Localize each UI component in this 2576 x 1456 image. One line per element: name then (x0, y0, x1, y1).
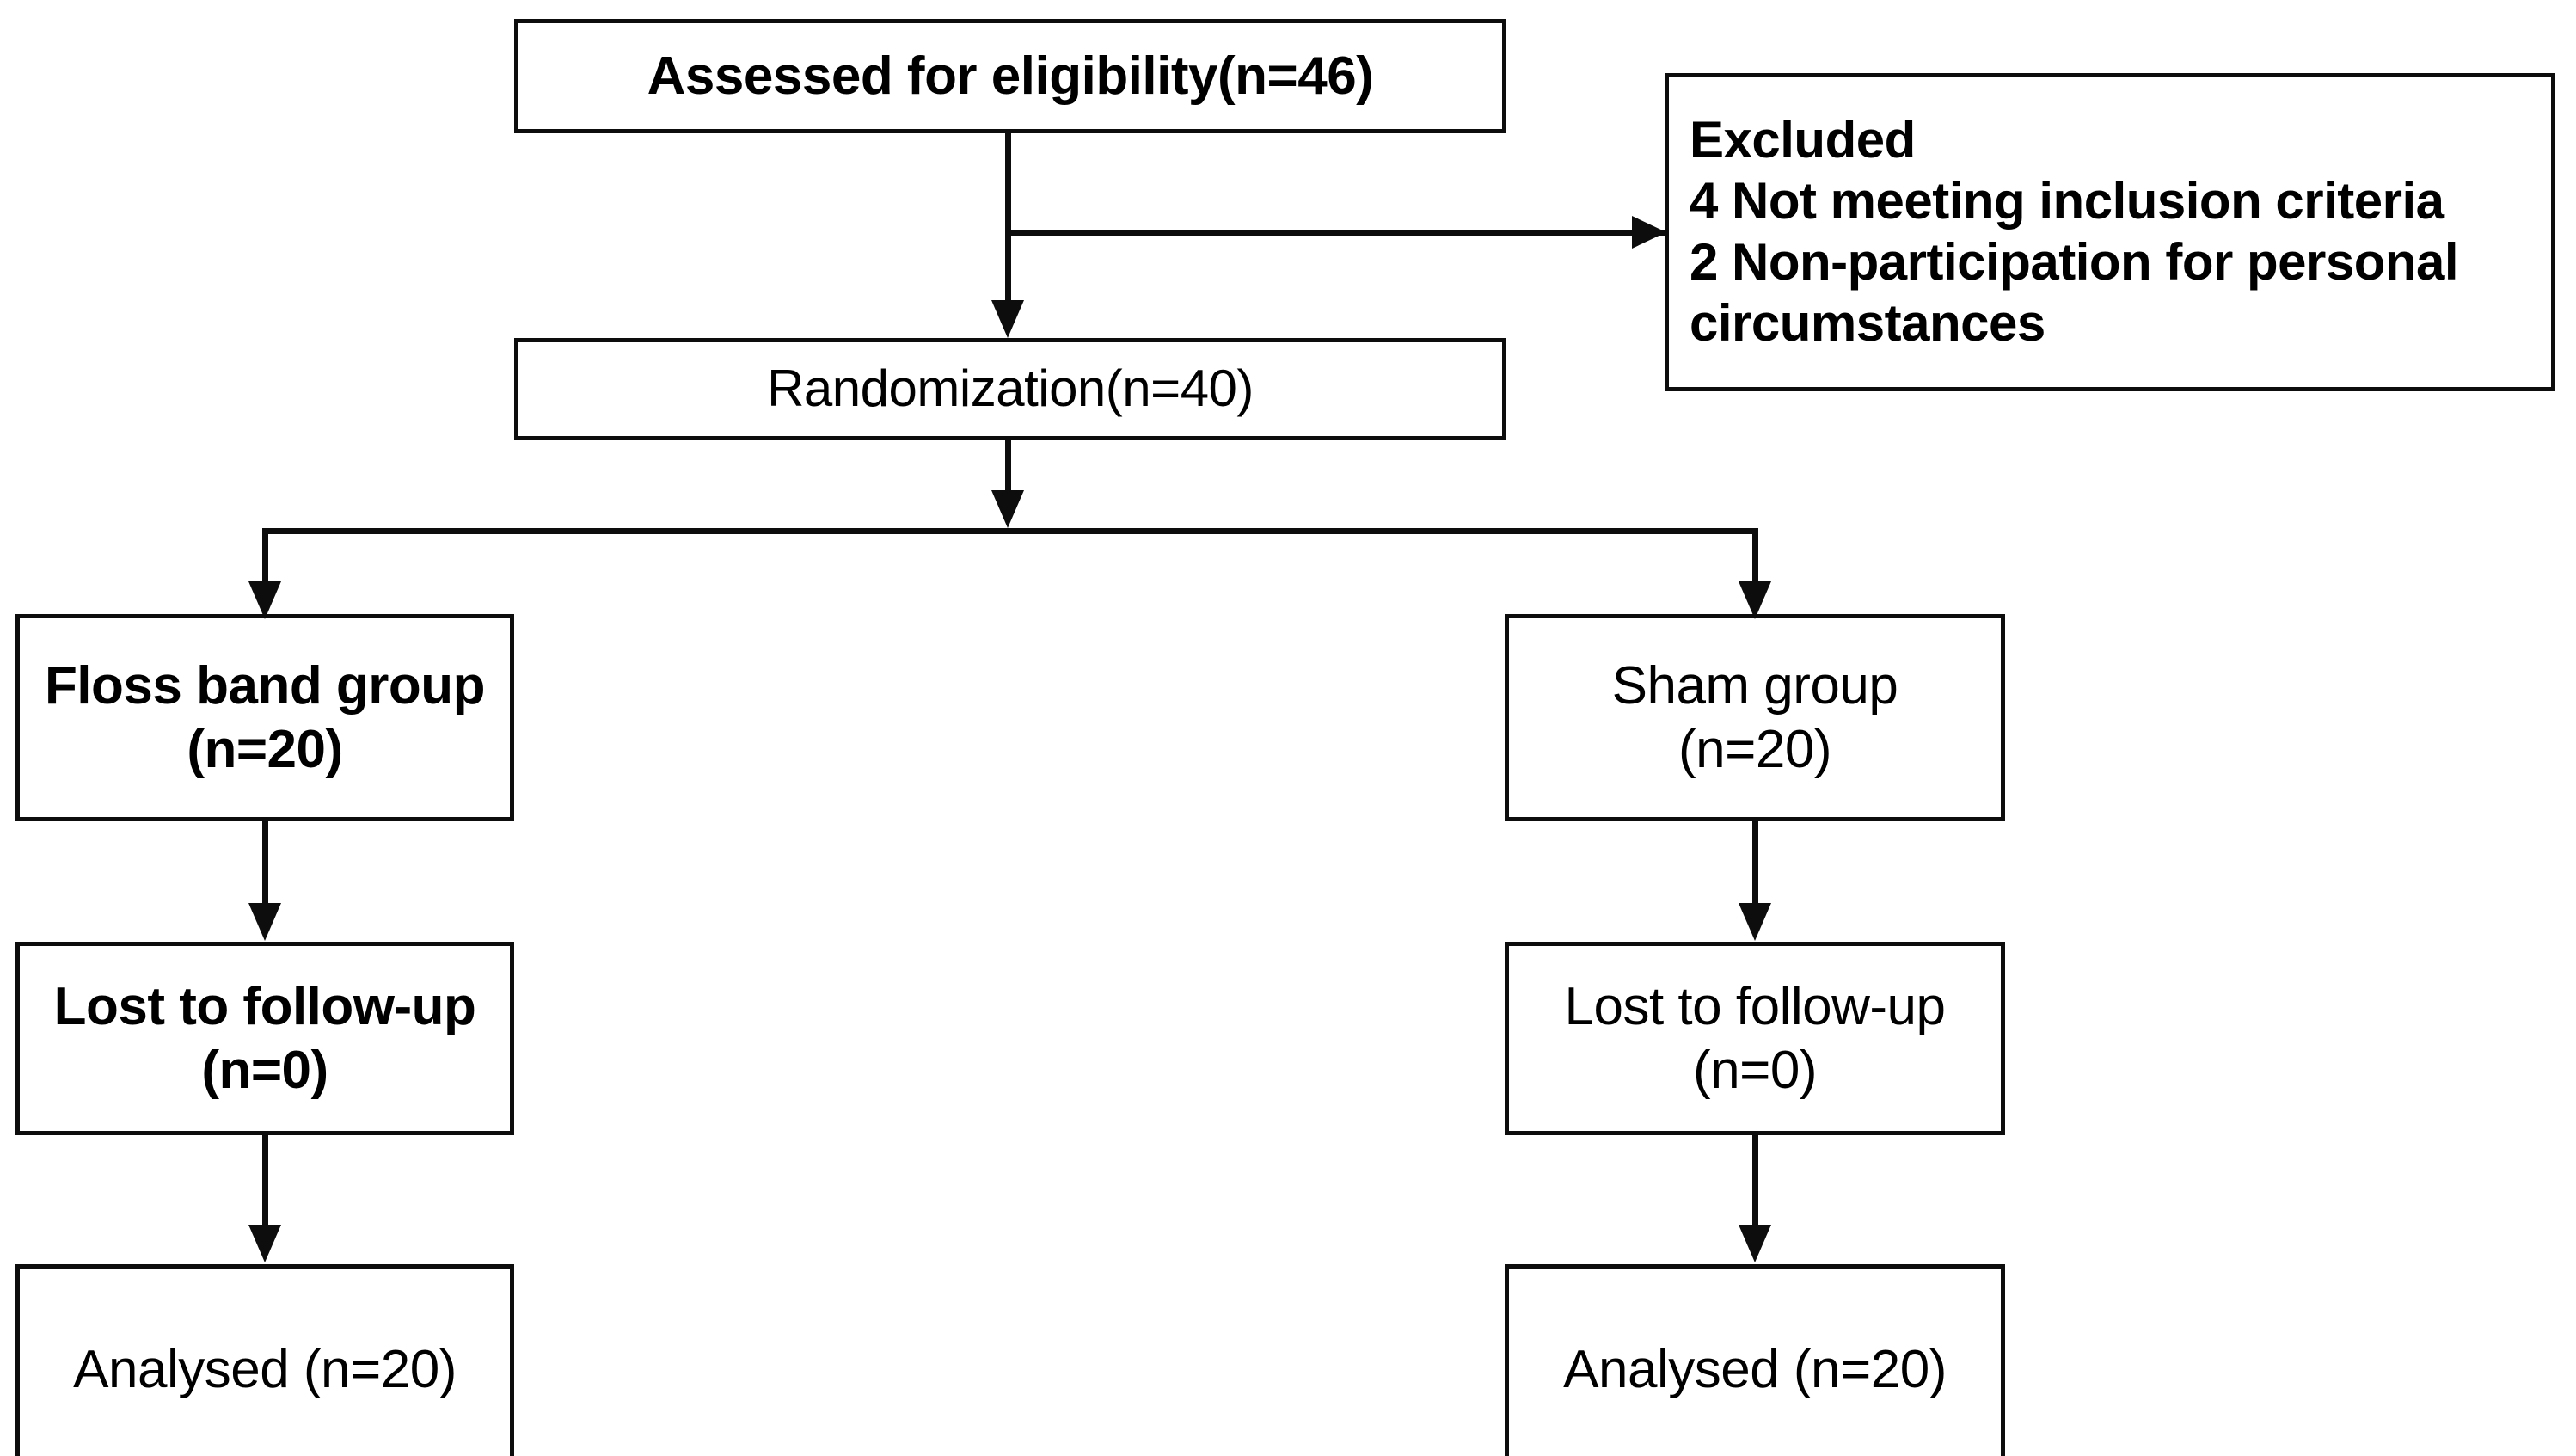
node-excluded-line-4: circumstances (1690, 293, 2045, 352)
node-excluded-line-3: 2 Non-participation for personal (1690, 233, 2459, 291)
connector-assessed-to-excluded-arrowhead (1632, 216, 1666, 249)
node-excluded-text: Excluded 4 Not meeting inclusion criteri… (1669, 110, 2551, 353)
node-randomization-text: Randomization(n=40) (518, 359, 1502, 420)
node-excluded: Excluded 4 Not meeting inclusion criteri… (1665, 73, 2555, 391)
node-randomization-line-1: Randomization(n=40) (767, 359, 1254, 418)
connector-lost-left-to-analysed-left-arrowhead (248, 1225, 281, 1262)
node-analysed-right: Analysed (n=20) (1505, 1264, 2005, 1456)
node-lost-to-follow-up-right: Lost to follow-up (n=0) (1505, 942, 2005, 1135)
node-floss-band-group-text: Floss band group (n=20) (20, 654, 510, 780)
node-floss-band-group-line-2: (n=20) (187, 719, 343, 779)
node-analysed-right-text: Analysed (n=20) (1509, 1338, 2001, 1401)
node-sham-group-line-1: Sham group (1611, 656, 1898, 716)
node-excluded-line-1: Excluded (1690, 111, 1916, 169)
node-analysed-left-text: Analysed (n=20) (20, 1338, 510, 1401)
node-sham-group: Sham group (n=20) (1505, 614, 2005, 821)
connector-randomization-stem-arrowhead (991, 490, 1024, 528)
connector-assessed-to-randomization-arrowhead (991, 300, 1024, 338)
connector-lost-right-to-analysed-right-line (1752, 1135, 1758, 1226)
connector-assessed-to-excluded-line (1008, 230, 1666, 236)
node-lost-to-follow-up-left: Lost to follow-up (n=0) (15, 942, 514, 1135)
connector-randomization-to-sham-arrowhead (1739, 581, 1771, 619)
connector-sham-to-lost-right-arrowhead (1739, 903, 1771, 941)
node-assessed-text: Assessed for eligibility(n=46) (518, 45, 1502, 108)
connector-lost-left-to-analysed-left-line (262, 1135, 268, 1226)
node-floss-band-group: Floss band group (n=20) (15, 614, 514, 821)
connector-randomization-crossbar (262, 528, 1758, 534)
node-lost-to-follow-up-right-line-1: Lost to follow-up (1564, 977, 1946, 1037)
connector-randomization-to-floss-line (262, 528, 268, 585)
connector-randomization-stem (1005, 440, 1011, 494)
connector-randomization-to-floss-arrowhead (248, 581, 281, 619)
node-lost-to-follow-up-right-line-2: (n=0) (1693, 1040, 1817, 1100)
node-lost-to-follow-up-left-line-1: Lost to follow-up (53, 977, 476, 1037)
node-sham-group-text: Sham group (n=20) (1509, 654, 2001, 780)
node-lost-to-follow-up-left-line-2: (n=0) (201, 1040, 328, 1100)
node-analysed-left: Analysed (n=20) (15, 1264, 514, 1456)
node-lost-to-follow-up-left-text: Lost to follow-up (n=0) (20, 975, 510, 1101)
connector-floss-to-lost-left-arrowhead (248, 903, 281, 941)
connector-floss-to-lost-left-line (262, 821, 268, 907)
node-analysed-right-line-1: Analysed (n=20) (1563, 1339, 1947, 1399)
node-excluded-line-2: 4 Not meeting inclusion criteria (1690, 172, 2444, 230)
node-assessed-line-1: Assessed for eligibility(n=46) (647, 46, 1374, 106)
connector-assessed-to-randomization-line (1005, 133, 1011, 302)
node-sham-group-line-2: (n=20) (1678, 719, 1831, 779)
node-analysed-left-line-1: Analysed (n=20) (73, 1339, 457, 1399)
node-randomization: Randomization(n=40) (514, 338, 1506, 440)
connector-randomization-to-sham-line (1752, 528, 1758, 585)
connector-lost-right-to-analysed-right-arrowhead (1739, 1225, 1771, 1262)
node-assessed-for-eligibility: Assessed for eligibility(n=46) (514, 19, 1506, 133)
node-floss-band-group-line-1: Floss band group (44, 656, 486, 716)
connector-sham-to-lost-right-line (1752, 821, 1758, 907)
node-lost-to-follow-up-right-text: Lost to follow-up (n=0) (1509, 975, 2001, 1101)
